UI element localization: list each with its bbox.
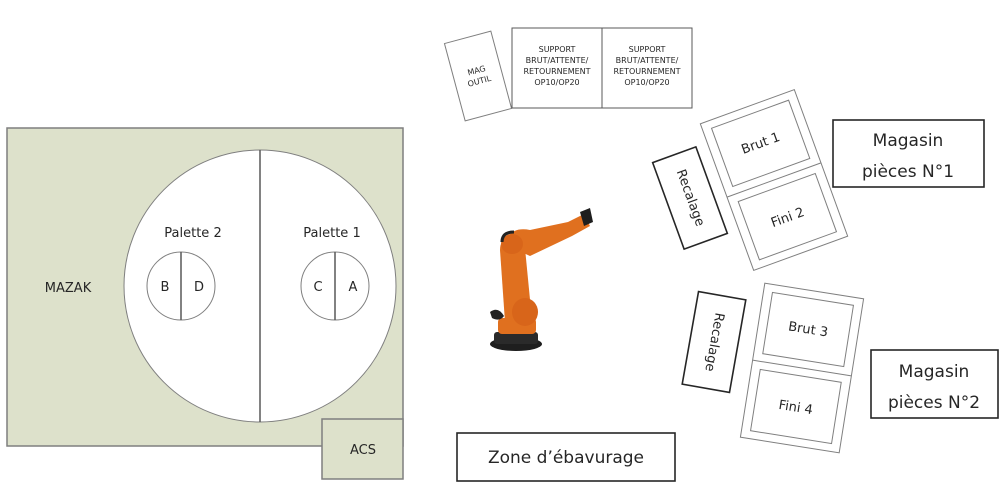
recalage-box — [681, 290, 747, 394]
tool-magazine: MAG OUTIL — [443, 30, 513, 122]
support-box — [601, 27, 693, 109]
support-line: RETOURNEMENT — [613, 67, 680, 76]
support-line: OP10/OP20 — [534, 78, 579, 87]
support-line: SUPPORT — [539, 45, 576, 54]
slot-label: Brut 3 — [787, 319, 829, 340]
pallet-1-label: Palette 1 — [303, 226, 360, 241]
magasin-1: Magasin pièces N°1 — [832, 119, 985, 188]
magasin-line-1: Magasin — [873, 131, 944, 151]
acs-box — [321, 418, 404, 480]
support-2: SUPPORT BRUT/ATTENTE/ RETOURNEMENT OP10/… — [601, 27, 693, 109]
acs-label: ACS — [350, 443, 376, 458]
mazak-machine: MAZAK Palette 2 Palette 1 B D C A ACS — [6, 127, 404, 480]
pallet-2-fixture[interactable]: B D — [146, 251, 216, 321]
slot-brut-3[interactable] — [762, 291, 855, 368]
magasin-2: Magasin pièces N°2 — [870, 349, 999, 419]
mazak-label: MAZAK — [45, 281, 92, 296]
position-b: B — [161, 280, 170, 295]
support-line: SUPPORT — [629, 45, 666, 54]
pallet-1-fixture[interactable]: C A — [300, 251, 370, 321]
recalage-2: Recalage — [681, 290, 747, 394]
magasin-box — [832, 119, 985, 188]
storage-rack-2: Brut 3 Fini 4 — [739, 282, 865, 454]
slot-label: Fini 4 — [777, 398, 813, 418]
deburring-zone-label: Zone d’ébavurage — [488, 448, 644, 468]
magasin-line-2: pièces N°2 — [888, 393, 980, 413]
position-d: D — [194, 280, 204, 295]
robot-elbow — [501, 234, 523, 254]
robot-cables — [490, 309, 504, 320]
deburring-zone-box — [456, 432, 676, 482]
robot-elbow-cable — [500, 230, 515, 243]
robot-upper-arm — [504, 214, 590, 256]
support-line: BRUT/ATTENTE/ — [526, 56, 589, 65]
support-box — [511, 27, 603, 109]
support-line: OP10/OP20 — [624, 78, 669, 87]
acs-unit: ACS — [321, 418, 404, 480]
slot-fini-4[interactable] — [749, 368, 842, 445]
magasin-box — [870, 349, 999, 419]
recalage-1: Recalage — [651, 145, 729, 251]
deburring-zone: Zone d’ébavurage — [456, 432, 676, 482]
slot-fini-2[interactable] — [737, 172, 838, 261]
tool-magazine-box — [443, 30, 513, 122]
support-1: SUPPORT BRUT/ATTENTE/ RETOURNEMENT OP10/… — [511, 27, 603, 109]
position-a: A — [349, 280, 358, 295]
robot-shoulder — [512, 298, 538, 326]
rack-divider — [726, 162, 822, 198]
position-c: C — [313, 280, 322, 295]
slot-brut-1[interactable] — [710, 99, 811, 188]
pallet-2-label: Palette 2 — [164, 226, 221, 241]
robot-wrist — [580, 208, 593, 226]
storage-rack-1: Brut 1 Fini 2 — [699, 88, 849, 272]
rack-divider — [752, 359, 852, 377]
magasin-line-1: Magasin — [899, 362, 970, 382]
robot-base-plate — [494, 332, 538, 344]
industrial-robot-arm-icon — [490, 208, 593, 351]
support-line: BRUT/ATTENTE/ — [616, 56, 679, 65]
support-line: RETOURNEMENT — [523, 67, 590, 76]
magasin-line-2: pièces N°1 — [862, 162, 954, 182]
recalage-box — [651, 145, 729, 251]
